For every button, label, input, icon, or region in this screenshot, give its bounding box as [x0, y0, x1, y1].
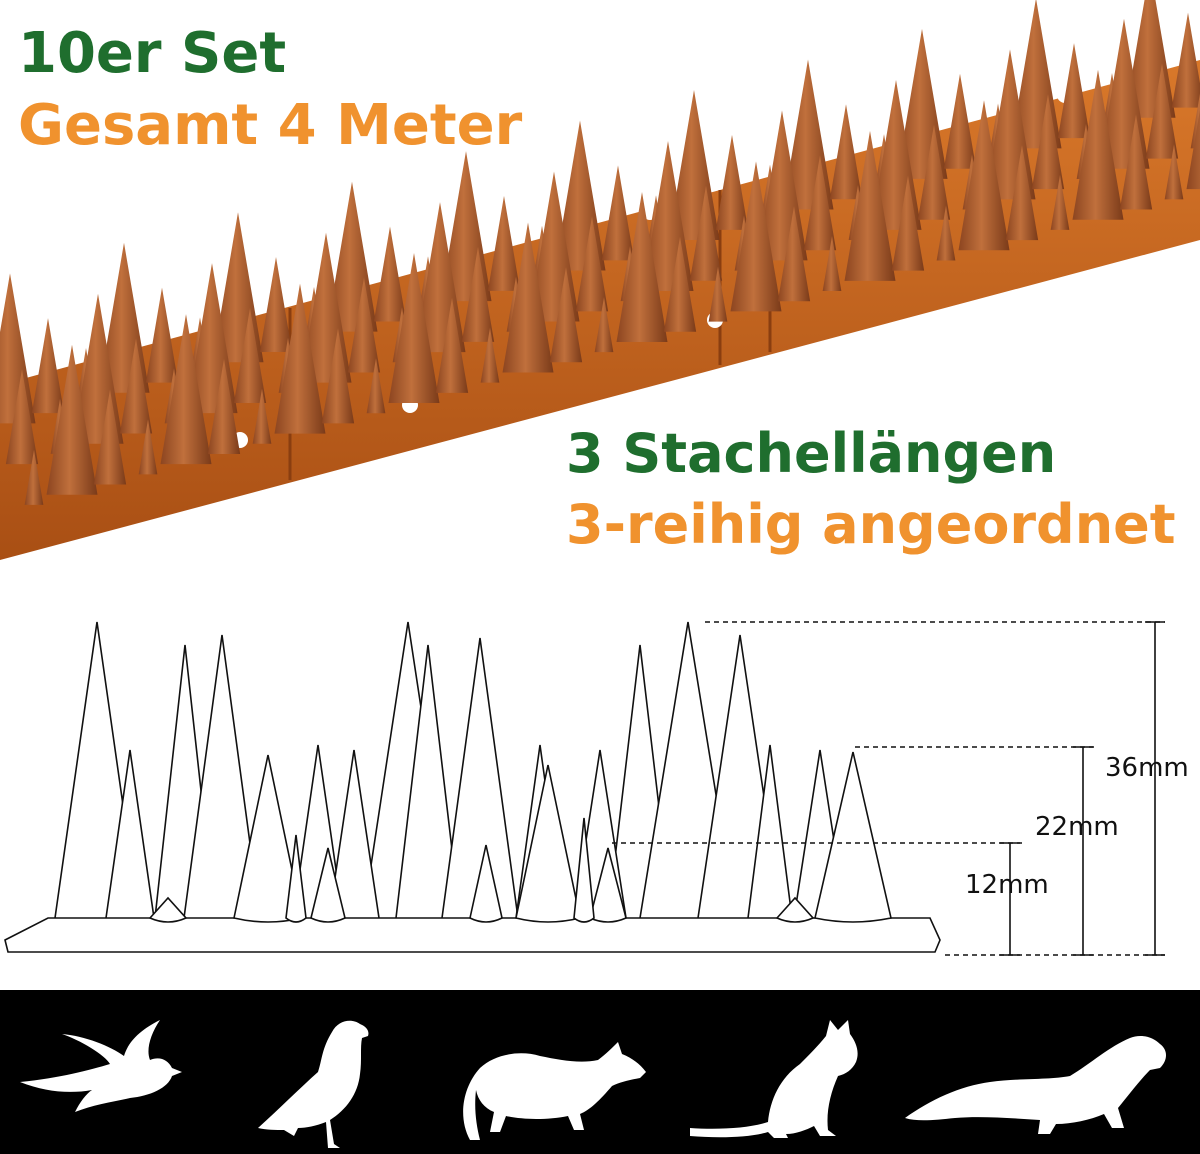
bird-icon [20, 1020, 182, 1112]
set-count-heading: 10er Set [18, 21, 287, 86]
strip-spike [844, 130, 896, 281]
arrangement-heading: 3-reihig angeordnet [566, 493, 1176, 556]
strip-spike [601, 165, 635, 261]
ferret-icon [905, 1036, 1166, 1134]
strip-spike [1119, 114, 1153, 210]
strip-spike [708, 266, 728, 322]
strip-spike [233, 308, 267, 403]
strip-spike [93, 389, 127, 485]
strip-spike [1031, 94, 1065, 190]
strip-spike [138, 419, 158, 475]
strip-spike [958, 100, 1010, 251]
strip-spike [252, 388, 272, 444]
strip-spike [435, 297, 469, 393]
dimension-label-22mm: 22mm [1035, 812, 1119, 842]
strip-spike [274, 283, 326, 434]
strip-spike [24, 449, 44, 505]
spike-dimension-diagram [4, 621, 1165, 956]
strip-spike [373, 226, 407, 322]
cat-icon [690, 1020, 858, 1138]
strip-spike [1050, 174, 1070, 230]
total-length-heading: Gesamt 4 Meter [18, 93, 523, 158]
pigeon-icon [258, 1020, 369, 1148]
strip-spike [259, 257, 293, 353]
strip-spike [46, 344, 98, 495]
strip-spike [5, 369, 39, 465]
strip-spike [366, 358, 386, 414]
strip-spike [207, 358, 241, 454]
strip-spike [1145, 63, 1179, 159]
strip-spike [891, 175, 925, 271]
strip-spike [822, 236, 842, 292]
strip-spike [480, 327, 500, 383]
strip-spike [575, 216, 609, 312]
strip-spike [321, 328, 355, 424]
spike-strip-image [0, 0, 1200, 560]
strip-spike [502, 222, 554, 373]
strip-spike [119, 338, 153, 434]
marten-icon [463, 1042, 646, 1140]
strip-spike [663, 236, 697, 332]
dimension-label-12mm: 12mm [965, 870, 1049, 900]
target-animals-band [0, 990, 1200, 1154]
diagram-spike [285, 834, 307, 923]
strip-spike [715, 134, 749, 230]
strip-spike [829, 104, 863, 200]
strip-spike [936, 205, 956, 261]
strip-spike [31, 318, 65, 414]
strip-spike [689, 185, 723, 281]
diagram-spike [469, 844, 503, 923]
diagram-spike [148, 896, 188, 923]
strip-spike [487, 195, 521, 291]
strip-spike [1005, 145, 1039, 241]
strip-spike [160, 314, 212, 465]
dimension-label-36mm: 36mm [1105, 753, 1189, 783]
diagram-spike [573, 817, 595, 923]
strip-spike [803, 155, 837, 251]
strip-spike [347, 277, 381, 373]
strip-spike [0, 273, 36, 424]
strip-spike [594, 297, 614, 353]
diagram-spike [310, 847, 346, 923]
strip-spike [777, 206, 811, 302]
strip-spike [943, 73, 977, 169]
strip-spike [917, 124, 951, 220]
diagram-spike [589, 847, 627, 923]
strip-spike [1057, 43, 1091, 139]
strip-spike [1164, 144, 1184, 200]
diagram-base [4, 917, 941, 953]
strip-spike [616, 191, 668, 342]
strip-spike [388, 253, 440, 404]
strip-spike [730, 161, 782, 312]
strip-spike [145, 287, 179, 383]
strip-spike [461, 246, 495, 342]
strip-spike [1171, 12, 1200, 108]
strip-spike [1186, 109, 1200, 190]
diagram-spike [775, 896, 815, 923]
diagram-spike [814, 751, 892, 923]
strip-spike [1072, 69, 1124, 220]
strip-spike [549, 267, 583, 363]
spike-lengths-heading: 3 Stachellängen [566, 422, 1057, 485]
